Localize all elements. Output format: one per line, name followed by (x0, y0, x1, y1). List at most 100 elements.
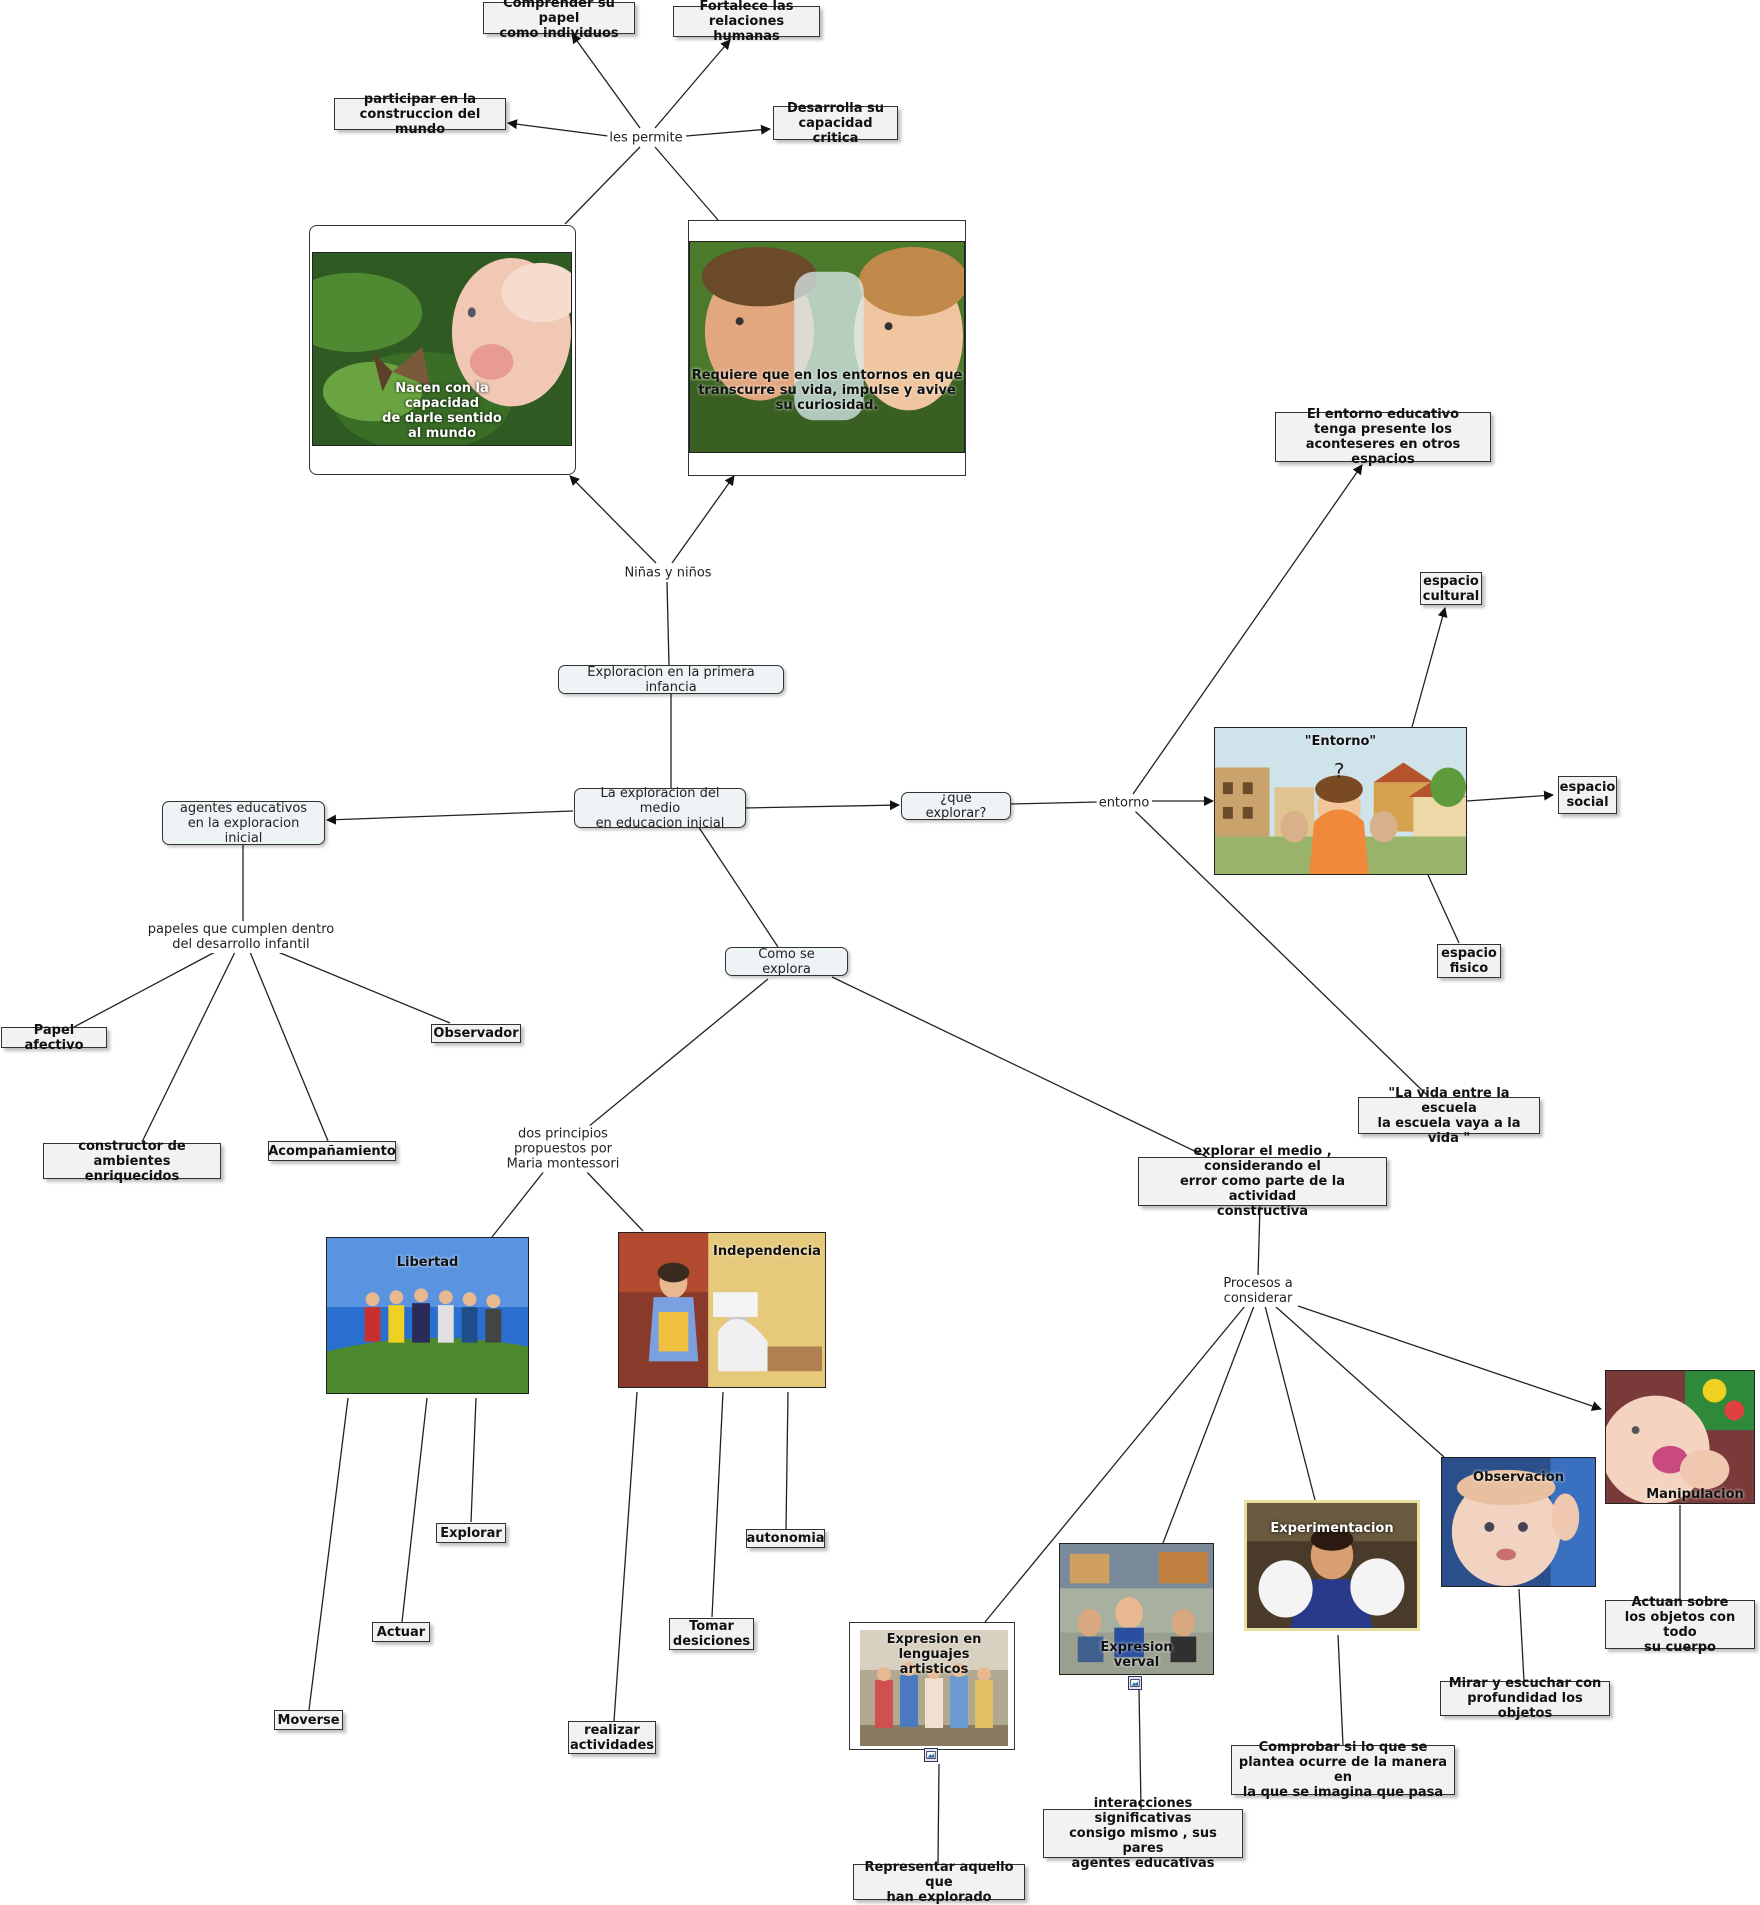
line-procesos-manipulacion (1297, 1305, 1602, 1411)
line-indep-tomar (711, 1391, 724, 1618)
box-constructor[interactable]: constructor de ambientes enriquecidos (43, 1139, 221, 1184)
line-procesos-observacion (1274, 1305, 1445, 1458)
box-interacciones[interactable]: interacciones significativas consigo mis… (1043, 1796, 1243, 1871)
photo-experimentacion[interactable]: Experimentacion (1244, 1500, 1420, 1631)
line-principios-libertad (491, 1169, 546, 1238)
concept-exploracion-medio[interactable]: La exploracion del medio en educacion in… (574, 786, 746, 831)
line-papeles-afectivo (73, 951, 216, 1028)
box-participar[interactable]: participar en la construccion del mundo (334, 92, 506, 137)
concept-que-explorar[interactable]: ¿que explorar? (901, 791, 1011, 821)
box-espacio-fisico[interactable]: espacio fisico (1437, 944, 1501, 978)
box-desarrolla[interactable]: Desarrolla su capacidad critica (773, 101, 898, 146)
line-exploracion-ninos (666, 581, 670, 666)
box-espacio-social[interactable]: espacio social (1558, 776, 1617, 814)
box-observador[interactable]: Observador (431, 1024, 521, 1043)
line-explorarmedio-procesos (1257, 1205, 1261, 1278)
line-papeles-constructor (141, 951, 236, 1143)
line-pic-cultural (1411, 607, 1448, 728)
line-procesos-verbal (1162, 1305, 1255, 1544)
line-verbal-interacciones (1138, 1688, 1142, 1810)
caption-entorno: "Entorno" (1304, 734, 1377, 749)
linker-ninas-ninos: Niñas y niños (622, 564, 714, 582)
photo-expresion-artistica[interactable]: Expresion en lenguajes artisticos (860, 1630, 1008, 1746)
line-experimentacion-comprobar (1337, 1634, 1344, 1746)
line-pic-social (1466, 790, 1554, 802)
box-representar[interactable]: Representar aquello que han explorado (853, 1860, 1025, 1905)
image-attachment-icon[interactable] (1128, 1676, 1142, 1690)
box-explorar[interactable]: Explorar (436, 1523, 506, 1543)
photo-independencia[interactable]: Independencia (618, 1232, 826, 1388)
line-medio-agentes (326, 810, 574, 825)
photo-children-jar[interactable]: Requiere que en los entornos en que tran… (689, 241, 965, 453)
caption-independencia: Independencia (713, 1244, 821, 1259)
linker-papeles: papeles que cumplen dentro del desarroll… (145, 921, 337, 953)
box-fortalece[interactable]: Fortalece las relaciones humanas (673, 0, 820, 44)
image-attachment-icon[interactable] (924, 1748, 938, 1762)
box-espacio-cultural[interactable]: espacio cultural (1420, 572, 1482, 605)
line-medio-queexplorar (743, 800, 900, 811)
line-papeles-acompanamiento (249, 951, 329, 1142)
caption-experimentacion: Experimentacion (1270, 1521, 1394, 1536)
line-permite-comprender (571, 33, 641, 129)
line-observacion-mirar (1518, 1588, 1525, 1682)
box-comprobar[interactable]: Comprobar si lo que se plantea ocurre de… (1231, 1740, 1455, 1800)
photo-manipulacion[interactable]: Manipulacion (1605, 1370, 1755, 1504)
line-indep-realizar (613, 1391, 638, 1722)
line-procesos-experimentacion (1264, 1305, 1316, 1501)
svg-text:?: ? (1334, 759, 1345, 782)
line-medio-como (697, 825, 779, 948)
linker-dos-principios: dos principios propuestos por Maria mont… (504, 1125, 622, 1173)
caption-expresion-artistica: Expresion en lenguajes artisticos (886, 1632, 982, 1677)
box-entorno-educativo[interactable]: El entorno educativo tenga presente los … (1275, 407, 1491, 467)
box-autonomia[interactable]: autonomia (746, 1529, 825, 1548)
line-libertad-explorar (470, 1397, 477, 1523)
concept-como-se-explora[interactable]: Como se explora (725, 947, 848, 977)
caption-nacen: Nacen con la capacidad de darle sentido … (382, 381, 502, 441)
line-img2-permite (654, 146, 719, 221)
line-principios-independencia (584, 1169, 644, 1232)
caption-manipulacion: Manipulacion (1646, 1487, 1744, 1502)
line-img1-permite (564, 146, 641, 225)
line-permite-fortalece (654, 39, 731, 129)
box-comprender[interactable]: Comprender su papel como individuos (483, 0, 635, 41)
box-moverse[interactable]: Moverse (274, 1710, 343, 1730)
line-entorno-vida (1134, 810, 1429, 1097)
line-como-principios (587, 978, 769, 1128)
photo-observacion[interactable]: Observacion (1441, 1457, 1596, 1587)
box-actuar[interactable]: Actuar (372, 1622, 430, 1642)
line-como-explorarmedio (831, 976, 1208, 1158)
line-queexplorar-entorno (1009, 801, 1099, 805)
box-actuan-sobre[interactable]: Actuan sobre los objetos con todo su cue… (1605, 1595, 1755, 1655)
box-papel-afectivo[interactable]: Papel afectivo (1, 1023, 107, 1053)
photo-baby-butterfly[interactable]: Nacen con la capacidad de darle sentido … (312, 252, 572, 446)
caption-observacion: Observacion (1473, 1470, 1564, 1485)
line-pic-fisico (1427, 874, 1460, 944)
illustration-entorno[interactable]: ? "Entorno" (1214, 727, 1467, 875)
box-acompanamiento[interactable]: Acompañamiento (268, 1141, 396, 1161)
linker-procesos: Procesos a considerar (1221, 1275, 1295, 1307)
box-mirar-escuchar[interactable]: Mirar y escuchar con profundidad los obj… (1440, 1676, 1610, 1721)
box-tomar-desiciones[interactable]: Tomar desiciones (669, 1618, 754, 1650)
concept-exploracion-primera-infancia[interactable]: Exploracion en la primera infancia (558, 665, 784, 695)
line-procesos-artistica (984, 1305, 1246, 1623)
caption-expresion-verbal: Expresion verval (1100, 1640, 1173, 1670)
line-ninos-img2 (671, 475, 735, 564)
photo-expresion-verbal[interactable]: Expresion verval (1059, 1543, 1214, 1675)
photo-libertad[interactable]: Libertad (326, 1237, 529, 1394)
line-libertad-moverse (308, 1397, 349, 1711)
caption-requiere: Requiere que en los entornos en que tran… (691, 368, 963, 413)
line-libertad-actuar (401, 1397, 428, 1623)
line-papeles-observador (277, 951, 451, 1024)
linker-les-permite: les permite (607, 129, 685, 147)
linker-entorno: entorno (1096, 794, 1152, 812)
box-realizar-actividades[interactable]: realizar actividades (568, 1721, 656, 1754)
box-explorar-medio[interactable]: explorar el medio , considerando el erro… (1138, 1144, 1387, 1219)
concept-agentes-educativos[interactable]: agentes educativos en la exploracion ini… (162, 801, 325, 846)
line-permite-desarrolla (685, 124, 771, 137)
line-ninos-img1 (569, 475, 657, 564)
box-vida-escuela[interactable]: "La vida entre la escuela la escuela vay… (1358, 1086, 1540, 1146)
line-entorno-educativo (1132, 464, 1363, 795)
line-artistica-representar (937, 1763, 940, 1864)
